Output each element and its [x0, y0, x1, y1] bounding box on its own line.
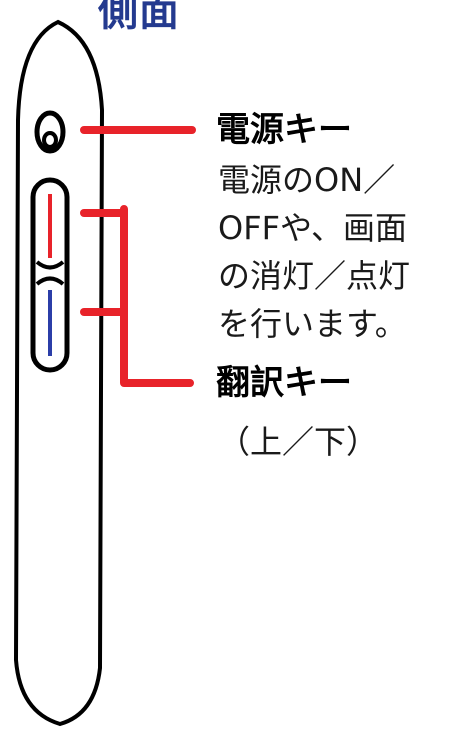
power-key-description-line: を行います。	[218, 305, 407, 343]
device-body-outline	[13, 19, 105, 727]
translate-key-rocker[interactable]	[30, 177, 70, 373]
translate-key-title: 翻訳キー	[216, 363, 352, 403]
translate-key-subtitle: （上／下）	[218, 423, 379, 461]
power-key-description: 電源のON／ OFFや、画面 の消灯／点灯 を行います。	[218, 156, 410, 348]
translate-key-leader-bracket	[120, 205, 194, 387]
power-key[interactable]	[34, 110, 66, 154]
power-key-description-line: 電源のON／	[218, 161, 396, 199]
page-title: 側面	[98, 0, 180, 35]
power-key-title: 電源キー	[216, 110, 352, 150]
power-key-description-line: OFFや、画面	[218, 209, 408, 247]
power-key-description-line: の消灯／点灯	[218, 257, 411, 295]
